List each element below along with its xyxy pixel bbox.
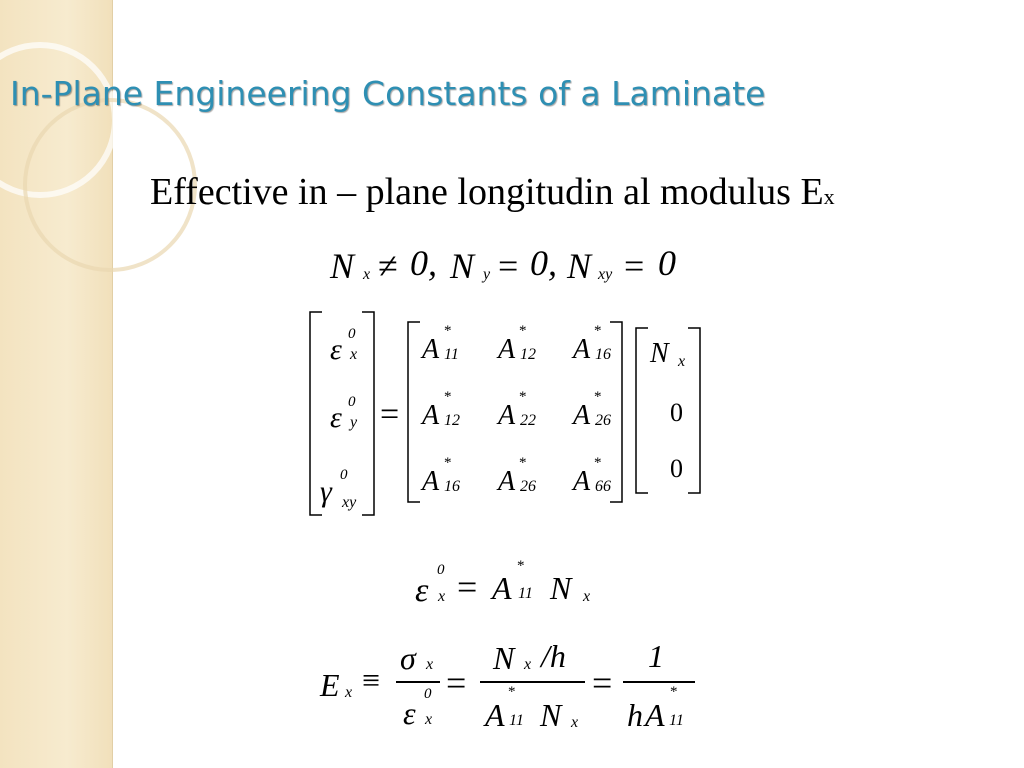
matrix-equals: =: [380, 396, 400, 433]
slide-title: In-Plane Engineering Constants of a Lami…: [10, 74, 766, 113]
decorative-sidebar: [0, 0, 113, 768]
decorative-rings: [0, 42, 197, 272]
subtitle: Effective in – plane longitudin al modul…: [150, 171, 835, 213]
